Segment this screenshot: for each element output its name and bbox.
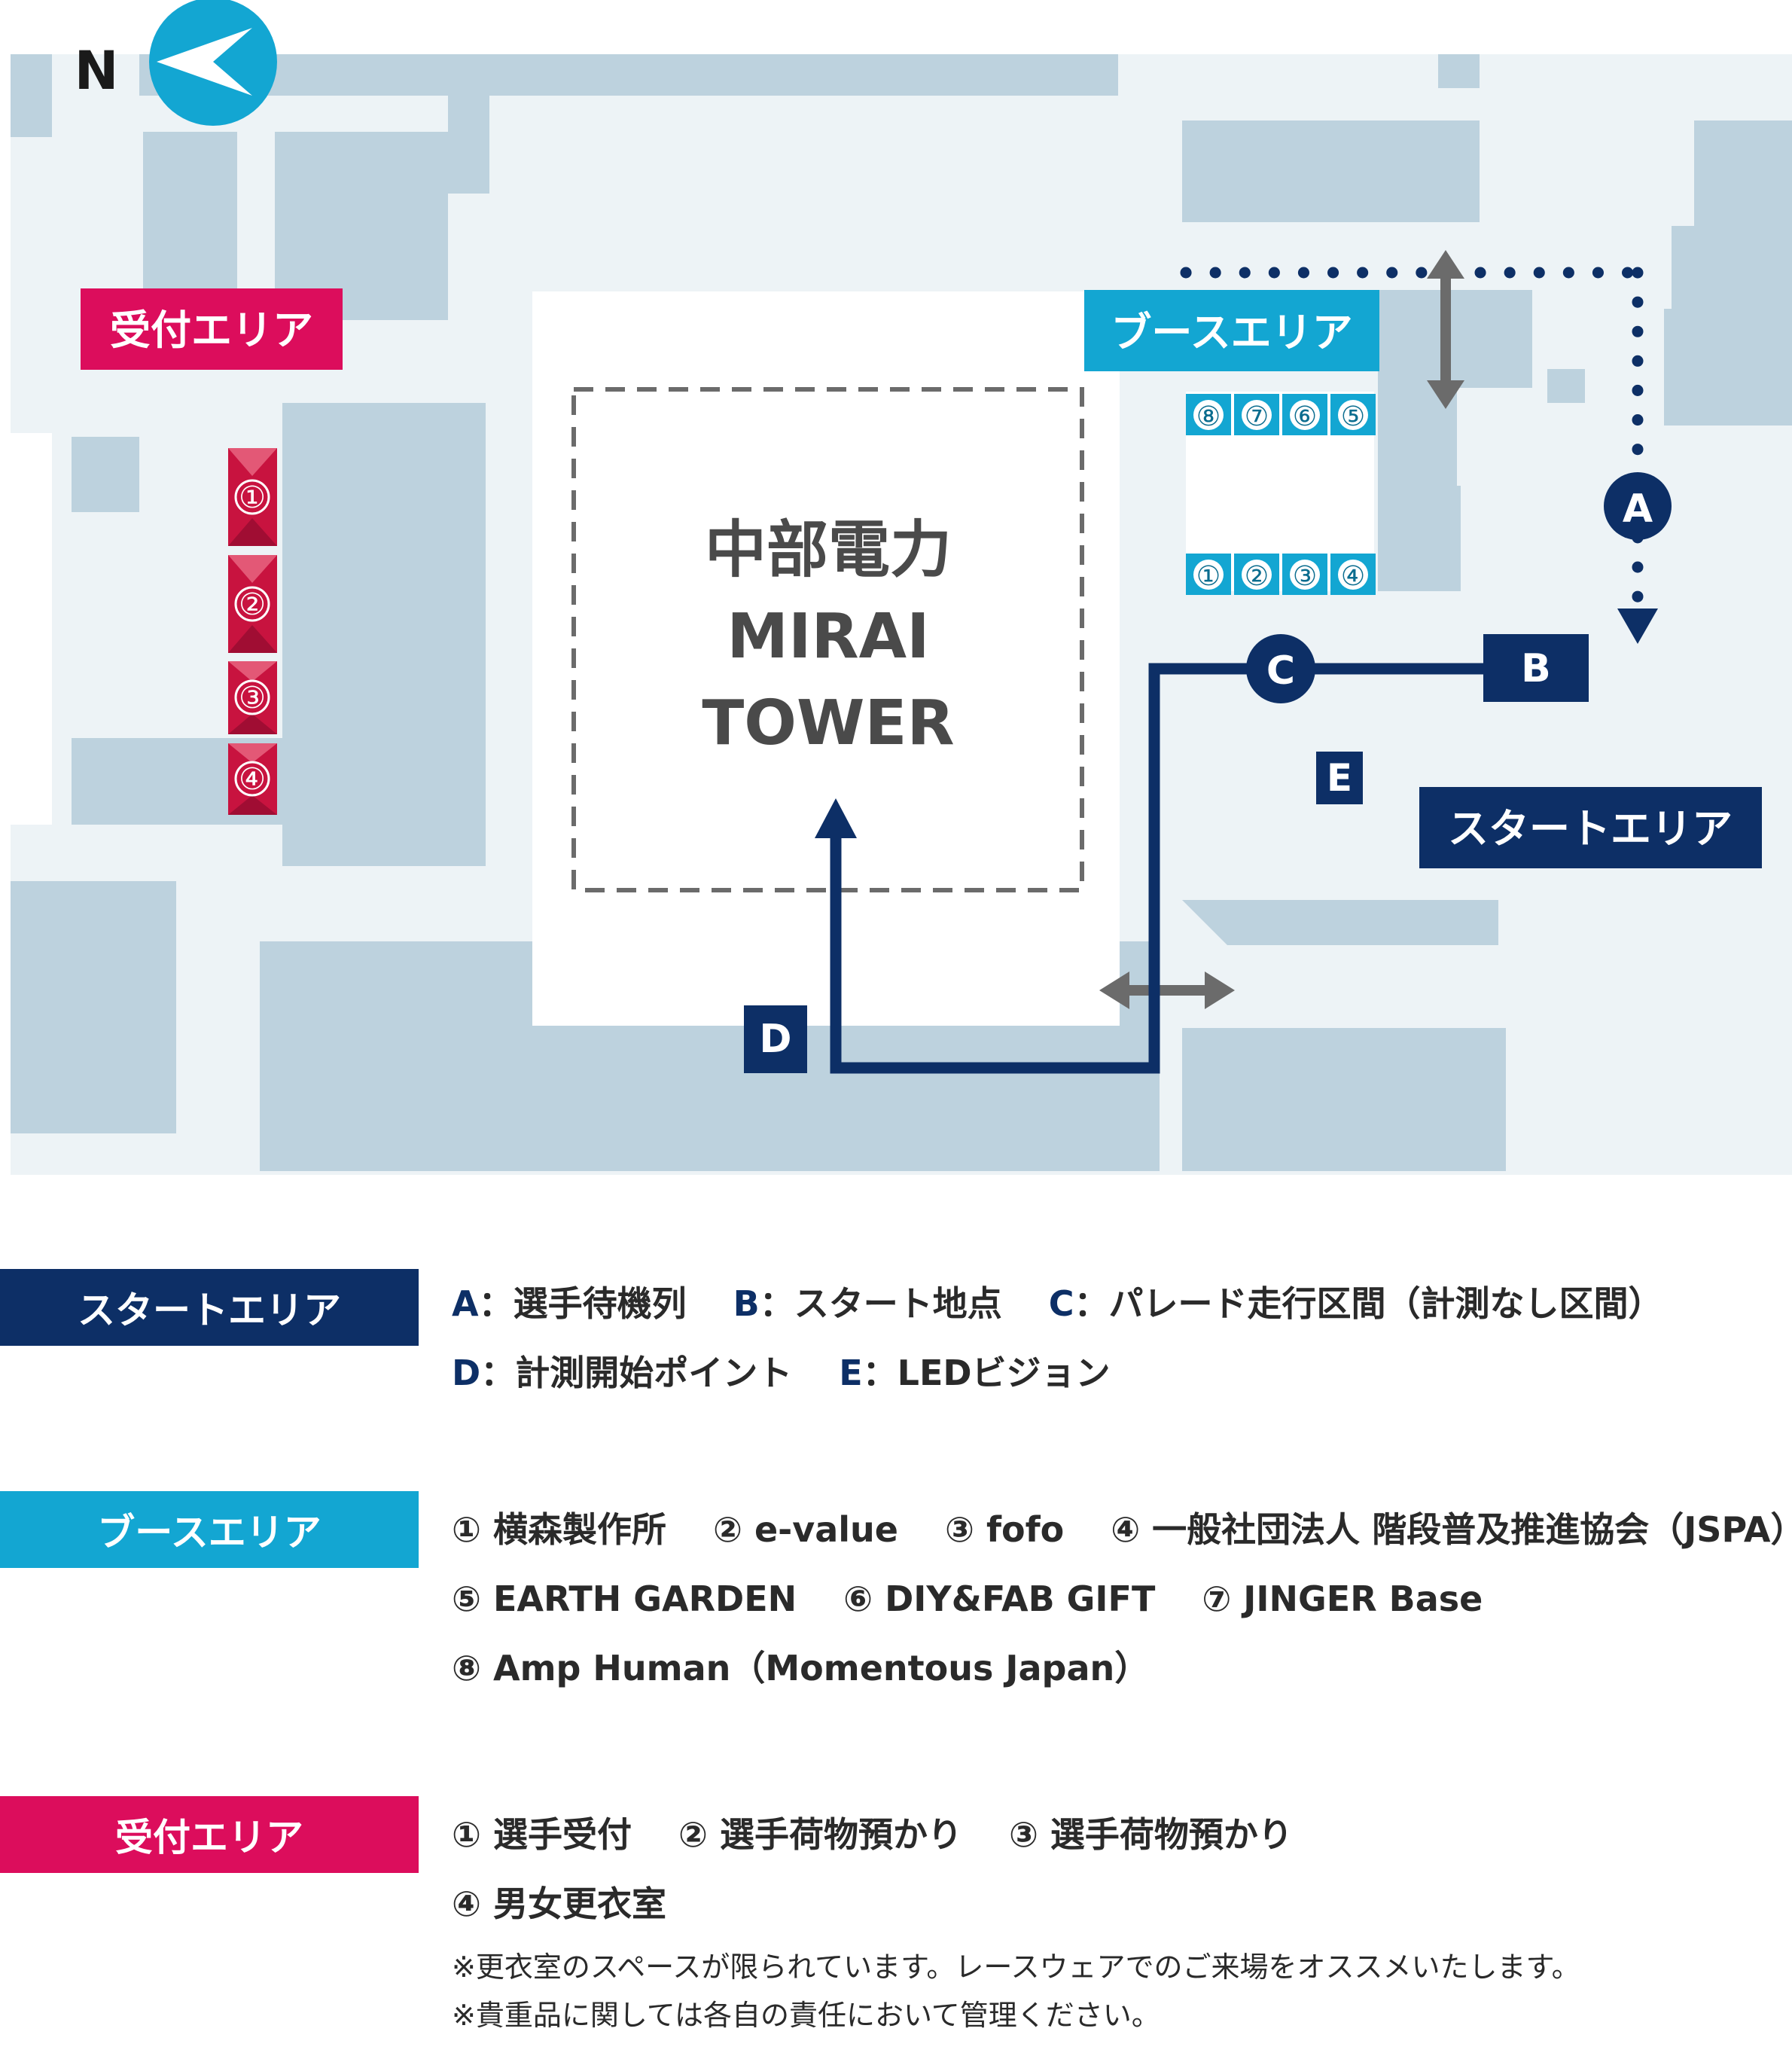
booth-area-label: ブースエリア	[1111, 309, 1352, 356]
legend-booth-item: ④ 一般社団法人 階段普及推進協会（JSPA）	[1111, 1509, 1792, 1550]
north-arrow-icon	[157, 28, 252, 96]
svg-text:②: ②	[239, 587, 266, 622]
legend-booth-item: ⑧ Amp Human（Momentous Japan）	[452, 1648, 1150, 1688]
legend-reception-item: ② 選手荷物預かり	[678, 1814, 962, 1855]
booth-tent-7: ⑦	[1234, 394, 1279, 435]
reception-tent-3: ③	[228, 661, 277, 734]
svg-text:③: ③	[239, 681, 266, 715]
legend-start-row-2: D：計測開始ポイント E：LEDビジョン	[452, 1338, 1697, 1408]
point-b-marker	[1483, 634, 1589, 702]
svg-text:⑤: ⑤	[1341, 401, 1365, 432]
point-d-label: D	[759, 1017, 791, 1062]
legend-booth-item: ⑤ EARTH GARDEN	[452, 1578, 797, 1619]
legend-reception-row-2: ④ 男女更衣室	[452, 1869, 1327, 1938]
reception-tent-1: ①	[228, 448, 277, 546]
venue-map: 中部電力 MIRAI TOWER N 受付エリア ① ② ③	[11, 0, 1792, 1175]
point-c-label: C	[1266, 648, 1295, 694]
reception-tents: ① ② ③ ④	[228, 448, 277, 815]
legend-start-item-a: A：選手待機列	[452, 1283, 687, 1324]
tower-name-line3: TOWER	[702, 688, 954, 759]
reception-area-tag	[81, 288, 343, 370]
course-arrow-icon	[815, 798, 857, 838]
point-d-marker	[744, 1005, 807, 1073]
svg-text:⑧: ⑧	[1196, 401, 1221, 432]
legend-start-row-1: A：選手待機列 B：スタート地点 C：パレード走行区間（計測なし区間）	[452, 1269, 1697, 1338]
legend-note-2: ※貴重品に関しては各自の責任において管理ください。	[452, 1999, 1160, 2032]
reception-tent-4: ④	[228, 743, 277, 815]
start-area-label: スタートエリア	[1448, 805, 1733, 853]
legend-booth-item: ② e-value	[712, 1509, 898, 1550]
legend-start-text: A：選手待機列 B：スタート地点 C：パレード走行区間（計測なし区間） D：計測…	[452, 1269, 1697, 1408]
point-a-label: A	[1623, 487, 1653, 532]
booth-tents-top: ⑧ ⑦ ⑥ ⑤	[1186, 394, 1376, 435]
legend-reception-badge: 受付エリア	[0, 1796, 419, 1873]
point-b-label: B	[1521, 646, 1551, 691]
point-e-marker	[1316, 752, 1363, 804]
start-area-tag	[1419, 787, 1762, 868]
svg-text:⑥: ⑥	[1293, 401, 1317, 432]
legend-reception-row-1: ① 選手受付 ② 選手荷物預かり ③ 選手荷物預かり	[452, 1800, 1327, 1869]
svg-text:⑦: ⑦	[1245, 401, 1269, 432]
booth-tent-4: ④	[1330, 554, 1376, 595]
svg-text:①: ①	[1196, 561, 1221, 592]
reception-area-label: 受付エリア	[110, 307, 313, 354]
legend-start-item-d: D：計測開始ポイント	[452, 1353, 793, 1393]
legend-start-item-c: C：パレード走行区間（計測なし区間）	[1048, 1283, 1663, 1324]
bidirectional-arrow-vertical-icon	[1427, 250, 1464, 409]
legend-reception-item: ④ 男女更衣室	[452, 1884, 666, 1924]
plaza-edge	[11, 433, 52, 825]
booth-area-tag	[1084, 290, 1379, 371]
booth-tents-bottom: ① ② ③ ④	[1186, 554, 1376, 595]
bidirectional-arrow-horizontal-icon	[1099, 971, 1235, 1009]
tower-name-line2: MIRAI	[727, 601, 929, 673]
svg-text:②: ②	[1245, 561, 1269, 592]
svg-text:④: ④	[1341, 561, 1365, 592]
legend-start-item-b: B：スタート地点	[733, 1283, 1002, 1324]
legend-booth-item: ⑥ DIY&FAB GIFT	[843, 1578, 1156, 1619]
legend-booth-text: ① 横森製作所 ② e-value ③ fofo ④ 一般社団法人 階段普及推進…	[452, 1495, 1792, 1703]
point-c-marker	[1246, 634, 1315, 703]
legend-booth-item: ③ fofo	[945, 1509, 1065, 1550]
legend-reception-text: ① 選手受付 ② 選手荷物預かり ③ 選手荷物預かり ④ 男女更衣室	[452, 1800, 1327, 1938]
booth-tent-8: ⑧	[1186, 394, 1231, 435]
tower-outline	[571, 387, 1084, 892]
reception-tent-2: ②	[228, 555, 277, 653]
svg-text:④: ④	[239, 762, 266, 797]
legend-booth-row-1: ① 横森製作所 ② e-value ③ fofo ④ 一般社団法人 階段普及推進…	[452, 1495, 1792, 1564]
booth-tent-5: ⑤	[1330, 394, 1376, 435]
queue-route-a: A	[1180, 267, 1672, 644]
legend-note-1: ※更衣室のスペースが限られています。レースウェアでのご来場をオススメいたします。	[452, 1951, 1580, 1984]
tower-name-line1: 中部電力	[705, 514, 952, 586]
legend-start-badge: スタートエリア	[0, 1269, 419, 1346]
queue-arrow-icon	[1617, 609, 1658, 644]
legend-reception-item: ① 選手受付	[452, 1814, 632, 1855]
svg-text:①: ①	[239, 480, 266, 515]
booth-tent-1: ①	[1186, 554, 1231, 595]
legend-booth-badge: ブースエリア	[0, 1491, 419, 1568]
legend-start-item-e: E：LEDビジョン	[839, 1353, 1111, 1393]
legend-booth-item: ① 横森製作所	[452, 1509, 666, 1550]
legend-reception-item: ③ 選手荷物預かり	[1008, 1814, 1293, 1855]
point-e-label: E	[1327, 756, 1352, 800]
north-label: N	[75, 40, 119, 102]
plaza	[532, 291, 1120, 1026]
booth-tent-3: ③	[1282, 554, 1327, 595]
legend-booth-row-3: ⑧ Amp Human（Momentous Japan）	[452, 1633, 1792, 1703]
booth-tent-2: ②	[1234, 554, 1279, 595]
svg-text:③: ③	[1293, 561, 1317, 592]
legend-booth-row-2: ⑤ EARTH GARDEN ⑥ DIY&FAB GIFT ⑦ JINGER B…	[452, 1564, 1792, 1633]
legend-booth-item: ⑦ JINGER Base	[1202, 1578, 1483, 1619]
booth-tent-6: ⑥	[1282, 394, 1327, 435]
